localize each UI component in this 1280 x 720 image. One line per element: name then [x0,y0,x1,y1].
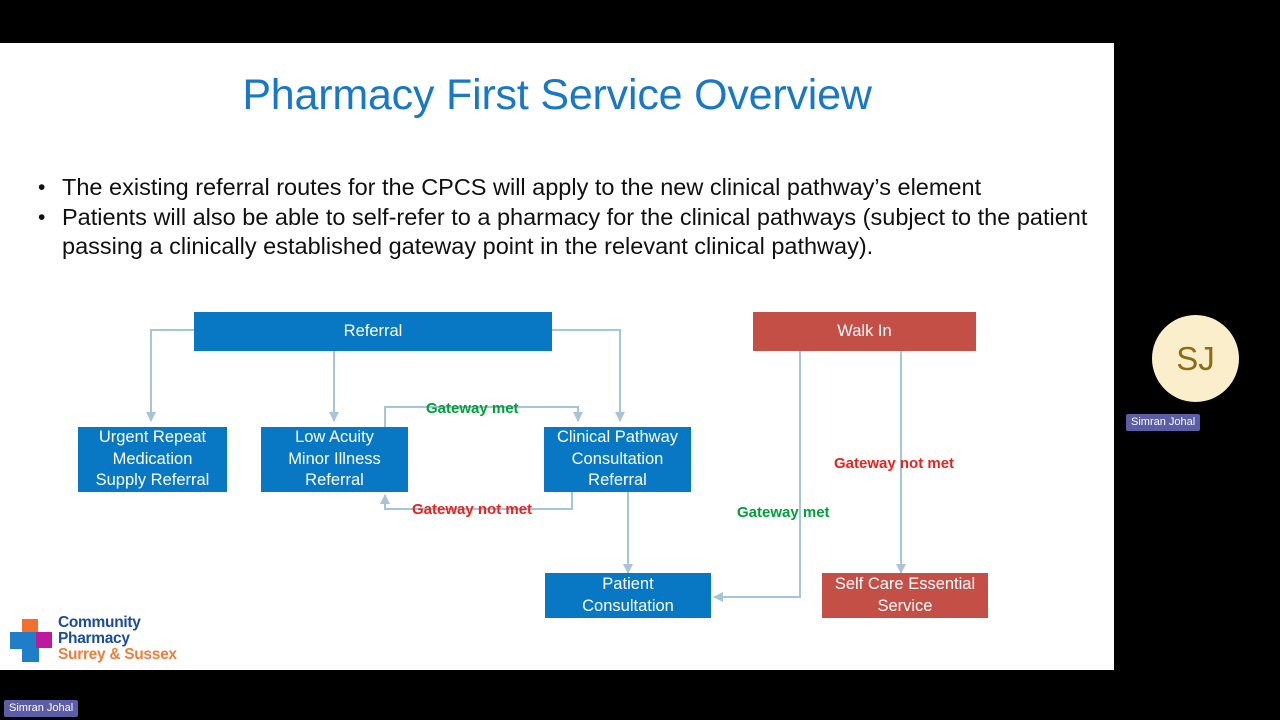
logo-line-region: Surrey & Sussex [58,646,177,663]
list-item: • Patients will also be able to self-ref… [30,203,1090,261]
edge-label-gateway-met-top: Gateway met [426,400,519,417]
node-referral[interactable]: Referral [194,312,552,351]
pharmacy-first-flowchart: Referral Walk In Urgent Repeat Medicatio… [0,43,1114,670]
logo-line-pharmacy: Pharmacy [58,630,130,647]
list-item: • The existing referral routes for the C… [30,173,1090,202]
presentation-slide: Pharmacy First Service Overview • The ex… [0,43,1114,670]
logo-line-community: Community [58,614,141,631]
edge-label-gateway-met-walkin: Gateway met [737,504,830,521]
node-walk-in[interactable]: Walk In [753,312,976,351]
bullet-marker-icon: • [38,206,46,229]
node-self-care-essential-service[interactable]: Self Care Essential Service [822,573,988,618]
pharmacy-cross-icon [10,619,52,662]
bullet-marker-icon: • [38,176,46,199]
presenter-name-tag: Simran Johal [4,700,79,717]
flowchart-connectors [146,329,906,602]
edge-label-gateway-not-met-bottom: Gateway not met [412,501,533,518]
node-low-acuity-minor-illness-referral[interactable]: Low Acuity Minor Illness Referral [261,427,408,492]
node-urgent-repeat-medication-supply-referral[interactable]: Urgent Repeat Medication Supply Referral [78,427,227,492]
participant-name-tag: Simran Johal [1126,414,1201,431]
node-label: Referral [343,321,403,340]
page-title: Pharmacy First Service Overview [242,71,872,119]
logo-wordmark: Community Pharmacy Surrey & Sussex [58,615,177,663]
avatar[interactable]: SJ [1152,315,1239,402]
community-pharmacy-logo: Community Pharmacy Surrey & Sussex [10,615,210,667]
avatar-initials: SJ [1176,339,1215,377]
node-label: Walk In [837,321,892,340]
edge-label-gateway-not-met-walkin: Gateway not met [834,455,955,472]
node-clinical-pathway-consultation-referral[interactable]: Clinical Pathway Consultation Referral [544,427,691,492]
bullet-list: • The existing referral routes for the C… [30,173,1090,262]
bullet-text: The existing referral routes for the CPC… [62,174,982,200]
bullet-text: Patients will also be able to self-refer… [62,204,1088,259]
node-patient-consultation[interactable]: Patient Consultation [545,573,711,618]
